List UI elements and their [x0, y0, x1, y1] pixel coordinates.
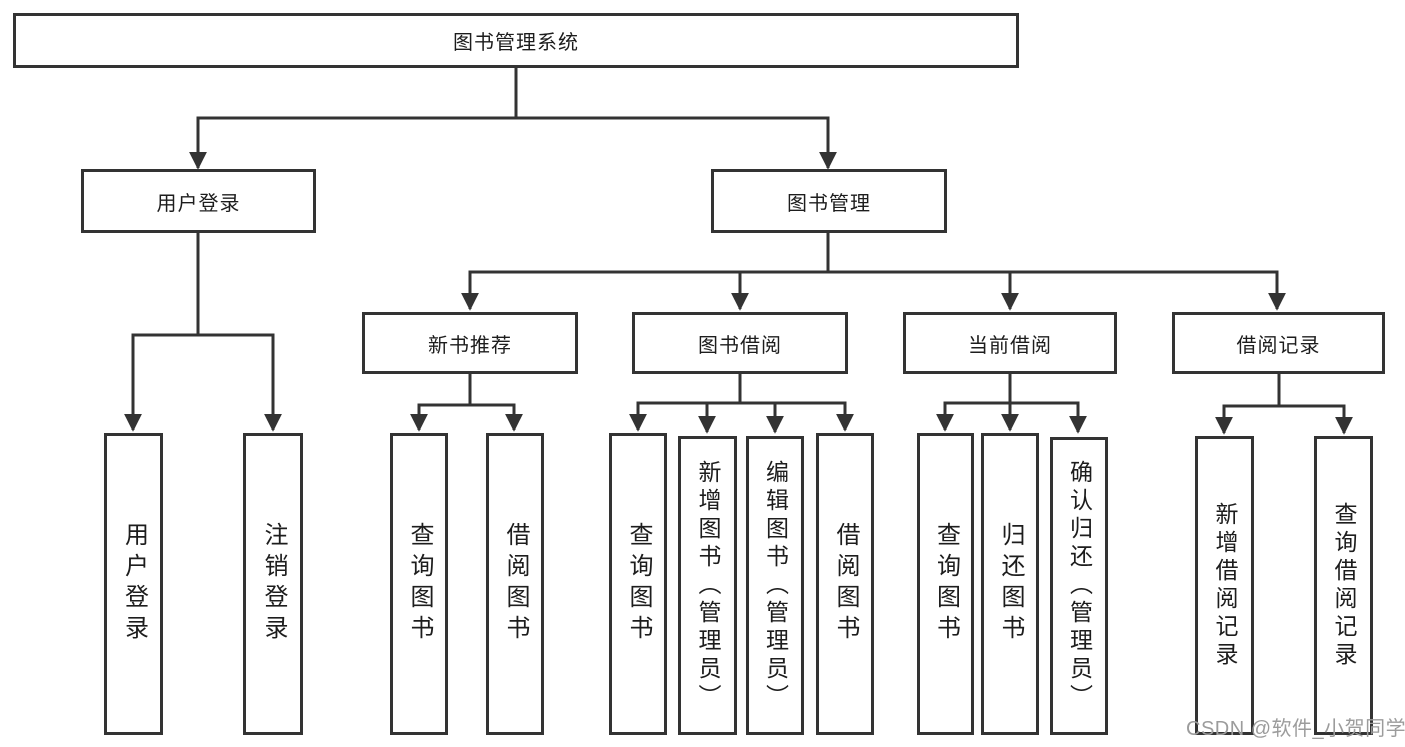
node-user-login: 用户登录 — [81, 169, 316, 233]
leaf-borrow-book-1-label: 借阅图书 — [502, 522, 529, 646]
leaf-add-book-admin-label: 新增图书（管理员） — [695, 459, 721, 712]
csdn-watermark: CSDN @软件_小贺同学 — [1186, 718, 1405, 740]
edge-currentborrow-to-leaves — [936, 401, 1087, 434]
edge-userlogin-to-leaves — [124, 333, 282, 432]
leaf-confirm-return-admin: 确认归还（管理员） — [1050, 437, 1108, 735]
node-user-login-label: 用户登录 — [156, 192, 241, 215]
leaf-query-book-3: 查询图书 — [917, 433, 974, 735]
leaf-edit-book-admin-label: 编辑图书（管理员） — [762, 459, 789, 712]
edge-record-to-leaves — [1215, 404, 1353, 435]
node-book-management: 图书管理 — [711, 169, 947, 233]
edge-bookborrow-to-leaves — [629, 401, 854, 432]
leaf-query-borrow-record-label: 查询借阅记录 — [1331, 501, 1357, 670]
edge-root-to-level2 — [189, 116, 837, 170]
leaf-query-book-2: 查询图书 — [609, 433, 667, 735]
leaf-borrow-book-1: 借阅图书 — [486, 433, 544, 735]
node-borrow-record: 借阅记录 — [1172, 312, 1385, 374]
leaf-query-borrow-record: 查询借阅记录 — [1314, 436, 1373, 735]
leaf-return-book-label: 归还图书 — [997, 522, 1024, 646]
node-current-borrow-label: 当前借阅 — [968, 334, 1052, 357]
node-book-management-label: 图书管理 — [787, 192, 871, 215]
node-book-borrow-label: 图书借阅 — [698, 334, 782, 357]
node-current-borrow: 当前借阅 — [903, 312, 1117, 374]
leaf-query-book-1: 查询图书 — [390, 433, 448, 735]
node-new-book-recommend: 新书推荐 — [362, 312, 578, 374]
leaf-logout-label: 注销登录 — [260, 522, 287, 646]
node-root-system: 图书管理系统 — [13, 13, 1019, 68]
leaf-query-book-1-label: 查询图书 — [406, 522, 433, 646]
leaf-logout: 注销登录 — [243, 433, 303, 735]
edge-newbook-to-leaves — [410, 403, 523, 432]
leaf-return-book: 归还图书 — [981, 433, 1039, 735]
leaf-confirm-return-admin-label: 确认归还（管理员） — [1066, 460, 1093, 712]
node-new-book-recommend-label: 新书推荐 — [428, 334, 512, 357]
node-root-system-label: 图书管理系统 — [453, 32, 579, 54]
leaf-borrow-book-2: 借阅图书 — [816, 433, 874, 735]
leaf-add-borrow-record: 新增借阅记录 — [1195, 436, 1254, 735]
leaf-borrow-book-2-label: 借阅图书 — [832, 522, 859, 646]
leaf-add-book-admin: 新增图书（管理员） — [678, 436, 737, 735]
node-borrow-record-label: 借阅记录 — [1236, 334, 1321, 357]
leaf-edit-book-admin: 编辑图书（管理员） — [746, 436, 804, 735]
leaf-query-book-2-label: 查询图书 — [625, 522, 652, 646]
leaf-query-book-3-label: 查询图书 — [932, 522, 960, 646]
leaf-add-borrow-record-label: 新增借阅记录 — [1212, 501, 1238, 670]
leaf-user-login: 用户登录 — [104, 433, 163, 735]
edge-bookmgmt-to-level3 — [461, 270, 1286, 311]
node-book-borrow: 图书借阅 — [632, 312, 848, 374]
leaf-user-login-label: 用户登录 — [120, 522, 148, 646]
